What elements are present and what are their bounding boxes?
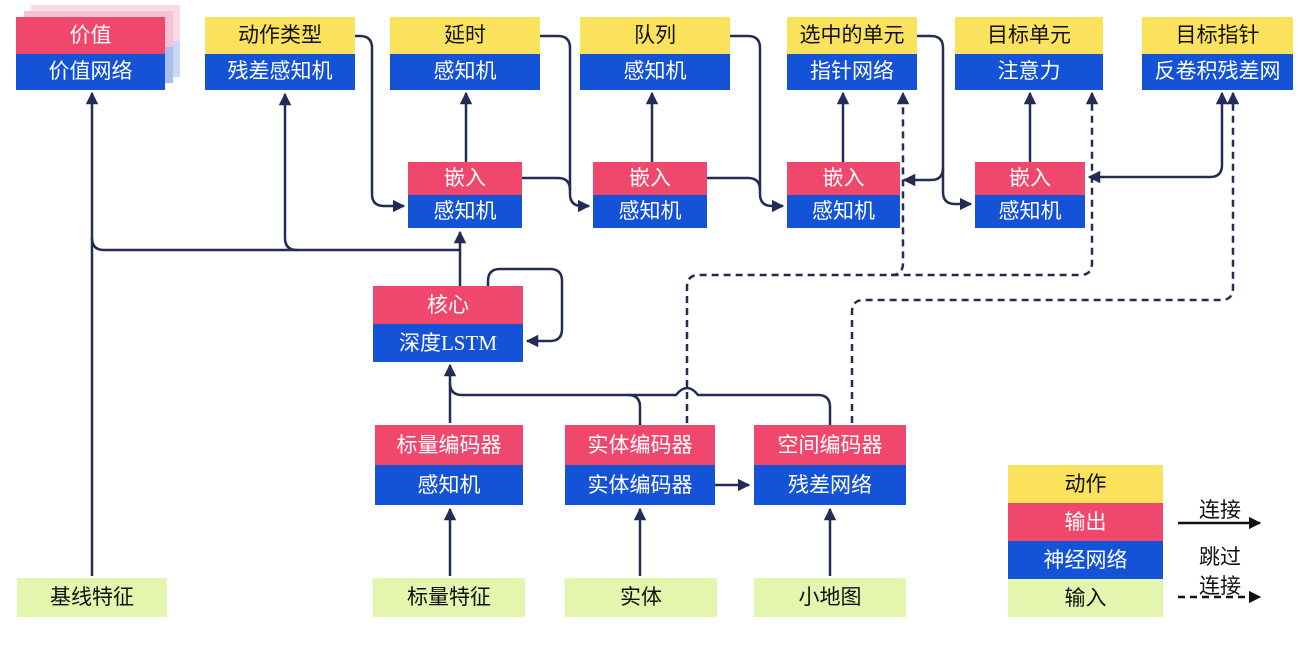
node-core-label: 核心	[373, 286, 523, 324]
node-target-point: 目标指针 反卷积残差网	[1142, 17, 1293, 90]
edge-selected-to-embed3	[902, 167, 945, 187]
input-entities-label: 实体	[565, 578, 717, 617]
node-embed-1-label: 嵌入	[408, 162, 522, 195]
node-target-unit: 目标单元 注意力	[955, 17, 1103, 90]
input-baseline-features: 基线特征	[17, 578, 167, 617]
node-selected-units-label: 选中的单元	[787, 17, 917, 54]
node-embed-4-label: 嵌入	[975, 162, 1085, 195]
node-queue: 队列 感知机	[580, 17, 730, 90]
node-action-type-sublabel: 残差感知机	[205, 53, 355, 90]
node-value-label: 价值	[16, 17, 165, 54]
node-embed-4-sublabel: 感知机	[975, 195, 1085, 228]
node-selected-units: 选中的单元 指针网络	[787, 17, 917, 90]
node-entity-encoder-label: 实体编码器	[565, 425, 715, 465]
node-delay-label: 延时	[390, 17, 540, 54]
input-scalar-features: 标量特征	[373, 578, 525, 617]
edge-core-branch-left	[90, 237, 460, 252]
node-spatial-encoder: 空间编码器 残差网络	[754, 425, 906, 505]
legend-connection-label: 连接	[1199, 498, 1241, 522]
node-embed-2-sublabel: 感知机	[593, 195, 707, 228]
node-embed-1-sublabel: 感知机	[408, 195, 522, 228]
node-queue-sublabel: 感知机	[580, 53, 730, 90]
node-embed-3-label: 嵌入	[787, 162, 900, 195]
legend-input: 输入	[1008, 579, 1163, 617]
node-action-type: 动作类型 残差感知机	[205, 17, 355, 90]
input-entities: 实体	[565, 578, 717, 617]
input-minimap-label: 小地图	[754, 578, 906, 617]
node-target-point-label: 目标指针	[1142, 17, 1293, 54]
edge-embed2-out-merge	[707, 176, 762, 191]
node-value: 价值 价值网络	[16, 17, 165, 90]
skip-entity-to-pointer	[890, 91, 910, 277]
input-baseline-features-label: 基线特征	[17, 578, 167, 617]
input-scalar-features-label: 标量特征	[373, 578, 525, 617]
legend-action: 动作	[1008, 465, 1163, 503]
node-scalar-encoder-sublabel: 感知机	[375, 465, 523, 505]
node-embed-4: 嵌入 感知机	[975, 162, 1085, 228]
node-target-point-sublabel: 反卷积残差网	[1142, 53, 1293, 90]
node-core-sublabel: 深度LSTM	[373, 324, 523, 362]
edge-core-to-actiontype	[278, 92, 298, 252]
legend-skip-label-line1: 跳过	[1199, 545, 1241, 569]
node-target-unit-sublabel: 注意力	[955, 53, 1103, 90]
skip-spatial-to-deconv	[850, 91, 1240, 423]
edge-entityenc-merge	[627, 393, 642, 425]
edge-selected-to-embed4	[917, 34, 973, 211]
node-target-unit-label: 目标单元	[955, 17, 1103, 54]
legend-skip-label-line2: 连接	[1199, 574, 1241, 598]
node-embed-3: 嵌入 感知机	[787, 162, 900, 228]
edge-embed1-out-merge	[522, 176, 572, 191]
node-scalar-encoder-label: 标量编码器	[375, 425, 523, 465]
edge-actiontype-to-embed1	[355, 34, 406, 213]
legend-swatches: 动作 输出 神经网络 输入	[1008, 465, 1163, 617]
edge-delay-to-embed2	[540, 34, 591, 213]
node-delay: 延时 感知机	[390, 17, 540, 90]
node-value-sublabel: 价值网络	[16, 53, 165, 90]
node-delay-sublabel: 感知机	[390, 53, 540, 90]
node-embed-1: 嵌入 感知机	[408, 162, 522, 228]
node-queue-label: 队列	[580, 17, 730, 54]
node-spatial-encoder-sublabel: 残差网络	[754, 465, 906, 505]
node-scalar-encoder: 标量编码器 感知机	[375, 425, 523, 505]
edge-queue-to-embed3	[730, 34, 785, 213]
legend-output: 输出	[1008, 503, 1163, 541]
edge-core-self-loop	[486, 267, 564, 348]
node-selected-units-sublabel: 指针网络	[787, 53, 917, 90]
edge-spatialenc-merge	[448, 382, 832, 425]
node-entity-encoder: 实体编码器 实体编码器	[565, 425, 715, 505]
edge-embed4-deconv-link	[1087, 91, 1229, 184]
node-embed-3-sublabel: 感知机	[787, 195, 900, 228]
legend-network: 神经网络	[1008, 541, 1163, 579]
input-minimap: 小地图	[754, 578, 906, 617]
node-embed-2-label: 嵌入	[593, 162, 707, 195]
node-core: 核心 深度LSTM	[373, 286, 523, 362]
node-action-type-label: 动作类型	[205, 17, 355, 54]
node-entity-encoder-sublabel: 实体编码器	[565, 465, 715, 505]
node-embed-2: 嵌入 感知机	[593, 162, 707, 228]
node-spatial-encoder-label: 空间编码器	[754, 425, 906, 465]
